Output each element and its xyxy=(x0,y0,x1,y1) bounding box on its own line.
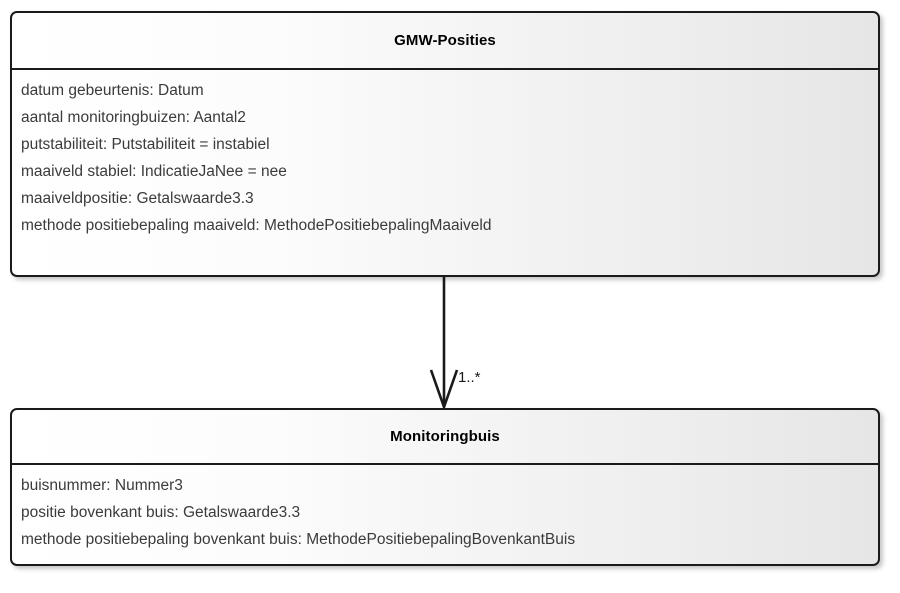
attribute-row: maaiveld stabiel: IndicatieJaNee = nee xyxy=(21,163,287,180)
class-name-monitoringbuis: Monitoringbuis xyxy=(390,428,500,445)
attribute-row: buisnummer: Nummer3 xyxy=(21,477,183,494)
class-header-monitoringbuis: Monitoringbuis xyxy=(12,410,878,465)
class-name-gmw-posities: GMW-Posities xyxy=(394,32,496,49)
multiplicity-label-target: 1..* xyxy=(458,369,481,386)
attribute-row: methode positiebepaling bovenkant buis: … xyxy=(21,531,576,548)
class-header-gmw-posities: GMW-Posities xyxy=(12,13,878,70)
attribute-row: putstabiliteit: Putstabiliteit = instabi… xyxy=(21,136,270,153)
class-attributes-monitoringbuis: buisnummer: Nummer3 positie bovenkant bu… xyxy=(12,465,878,564)
class-attributes-gmw-posities: datum gebeurtenis: Datum aantal monitori… xyxy=(12,70,878,275)
class-box-gmw-posities[interactable]: GMW-Posities datum gebeurtenis: Datum aa… xyxy=(10,11,880,277)
attribute-row: datum gebeurtenis: Datum xyxy=(21,82,204,99)
attribute-row: methode positiebepaling maaiveld: Method… xyxy=(21,217,492,234)
attribute-row: positie bovenkant buis: Getalswaarde3.3 xyxy=(21,504,301,521)
attribute-row: aantal monitoringbuizen: Aantal2 xyxy=(21,109,246,126)
open-arrowhead-icon xyxy=(429,369,459,411)
class-box-monitoringbuis[interactable]: Monitoringbuis buisnummer: Nummer3 posit… xyxy=(10,408,880,566)
attribute-row: maaiveldpositie: Getalswaarde3.3 xyxy=(21,190,254,207)
